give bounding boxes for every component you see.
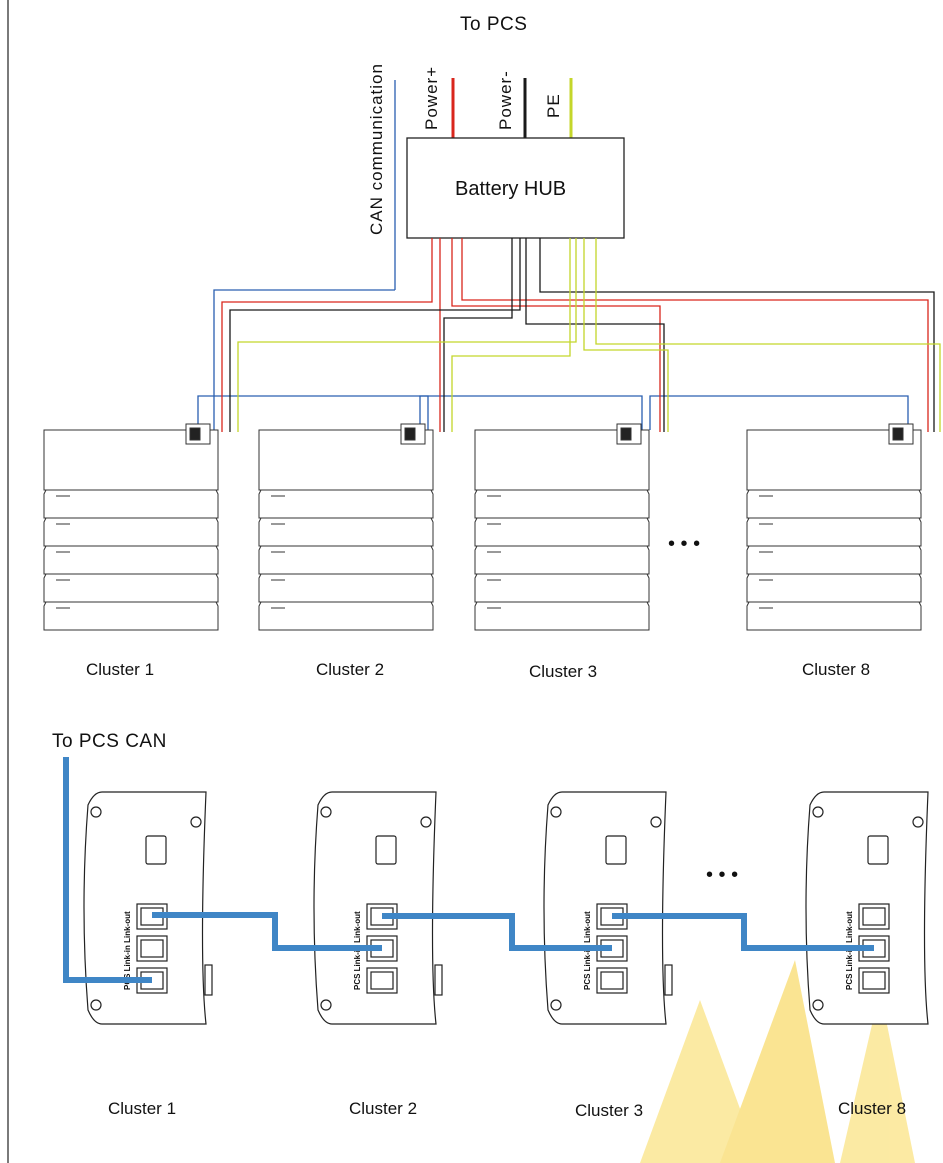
battery-stack-cluster-1 <box>43 423 219 631</box>
bottom-cluster-1-label: Cluster 1 <box>108 1099 176 1118</box>
battery-stack-cluster-2 <box>258 423 434 631</box>
top-cluster-8-label: Cluster 8 <box>802 660 870 679</box>
top-ellipsis: • • • <box>668 533 700 555</box>
battery-stack-cluster-3 <box>474 423 650 631</box>
top-cluster-2-label: Cluster 2 <box>316 660 384 679</box>
watermark-logo <box>640 960 915 1163</box>
battery-stack-cluster-8 <box>746 423 922 631</box>
bms-panel-cluster-2 <box>313 791 443 1025</box>
can-communication-label: CAN communication <box>367 63 386 235</box>
bottom-cluster-3-label: Cluster 3 <box>575 1101 643 1120</box>
can-wiring <box>197 289 909 432</box>
pe-label: PE <box>544 93 563 118</box>
bms-panel-cluster-8 <box>805 791 929 1025</box>
pe-wiring <box>237 238 941 432</box>
battery-hub-label: Battery HUB <box>455 178 566 200</box>
to-pcs-can-title: To PCS CAN <box>52 731 167 752</box>
bottom-ellipsis: • • • <box>706 864 738 886</box>
power-positive-label: Power+ <box>422 66 441 130</box>
power-negative-wiring <box>229 238 935 432</box>
top-cluster-1-label: Cluster 1 <box>86 660 154 679</box>
top-cluster-3-label: Cluster 3 <box>529 662 597 681</box>
bottom-cluster-2-label: Cluster 2 <box>349 1099 417 1118</box>
bms-panel-cluster-1 <box>83 791 213 1025</box>
bottom-cluster-8-label: Cluster 8 <box>838 1099 906 1118</box>
power-positive-wiring <box>221 238 929 432</box>
can-bus-daisy-chain <box>63 757 874 983</box>
to-pcs-title: To PCS <box>460 14 527 35</box>
bms-panel-cluster-3 <box>543 791 673 1025</box>
battery-hub-box <box>406 137 625 239</box>
port-labels-cluster-1: PCS Link-in Link-out <box>123 911 132 990</box>
power-negative-label: Power- <box>496 70 515 130</box>
